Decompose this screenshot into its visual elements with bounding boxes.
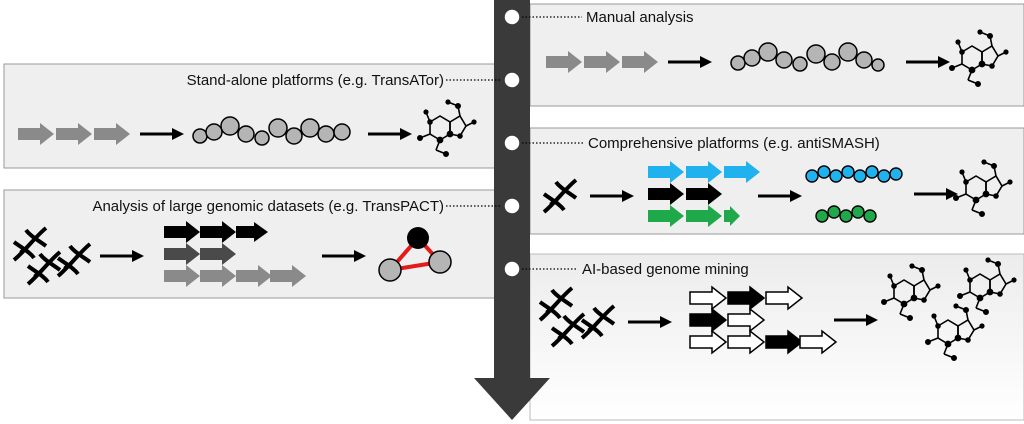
black-gene-row-icon — [164, 221, 268, 243]
timeline-marker-large-datasets — [446, 197, 521, 215]
timeline-marker-comprehensive — [503, 134, 584, 152]
timeline-bar — [494, 0, 530, 378]
polyketide-module-icon — [192, 116, 351, 146]
panel-stand-alone-platforms — [3, 63, 501, 169]
stage-label-comprehensive-platforms: Comprehensive platforms (e.g. antiSMASH) — [588, 135, 880, 152]
timeline-marker-manual — [503, 8, 582, 26]
polyketide-module-icon — [730, 42, 885, 72]
timeline-marker-ai — [503, 260, 578, 278]
timeline-marker-stand-alone — [446, 71, 521, 89]
stage-label-ai-genome-mining: AI-based genome mining — [582, 261, 749, 278]
stage-label-stand-alone-platforms: Stand-alone platforms (e.g. TransATor) — [187, 72, 444, 89]
network-graph-icon — [378, 227, 452, 282]
green-module-chain-icon — [815, 205, 877, 223]
green-gene-cluster-icon — [648, 205, 740, 227]
panel-comprehensive-platforms — [529, 127, 1024, 235]
stage-label-large-genomic-datasets: Analysis of large genomic datasets (e.g.… — [92, 198, 444, 215]
timeline-arrowhead-icon — [474, 378, 550, 420]
cyan-module-chain-icon — [805, 165, 903, 183]
stage-label-manual-analysis: Manual analysis — [586, 9, 694, 26]
